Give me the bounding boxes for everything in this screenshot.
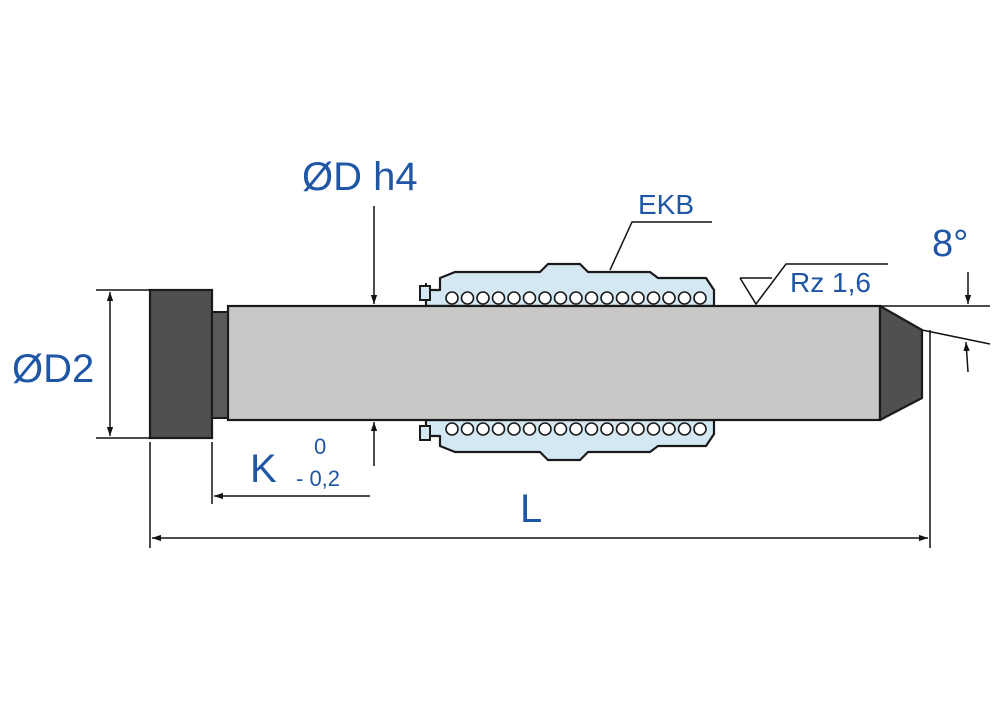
label-tolerance-lower: - 0,2 <box>296 466 340 491</box>
bushing-ball <box>445 422 459 436</box>
bushing-ball <box>631 291 645 305</box>
dimension-chamfer-angle <box>880 272 991 373</box>
bushing-ball <box>522 291 537 305</box>
bushing-ball <box>460 291 475 305</box>
label-roughness: Rz 1,6 <box>790 267 871 298</box>
roughness-symbol <box>739 263 888 306</box>
bushing-ball <box>476 291 490 305</box>
bushing-ball <box>646 291 661 305</box>
bushing-ball <box>491 422 506 436</box>
label-bushing: EKB <box>638 189 694 220</box>
bushing-ball <box>693 291 707 305</box>
bushing-ball <box>615 291 630 305</box>
leader-ekb <box>609 221 712 271</box>
bushing-ball <box>615 422 630 436</box>
dimension-d2 <box>96 289 150 439</box>
dimension-k <box>211 442 370 504</box>
balls-top-row <box>445 291 707 305</box>
bushing-ball <box>693 422 707 436</box>
bushing-ball <box>662 422 676 436</box>
ball-bushing-ekb <box>419 262 716 462</box>
bushing-ball <box>538 291 552 305</box>
bushing-ball <box>476 422 490 436</box>
pillar-head <box>148 288 214 440</box>
bushing-ball <box>553 291 568 305</box>
dimension-l <box>149 330 931 548</box>
pillar-shaft <box>226 304 882 422</box>
bushing-ball <box>631 422 645 436</box>
label-chamfer-angle: 8° <box>932 223 968 265</box>
bushing-ball <box>460 422 475 436</box>
label-head-diameter: ØD2 <box>12 347 94 391</box>
bushing-ball <box>553 422 568 436</box>
bushing-ball <box>677 291 692 305</box>
bushing-ball <box>522 422 537 436</box>
label-total-length: L <box>520 487 542 531</box>
bushing-ball <box>662 291 676 305</box>
pillar-chamfer-tip <box>878 304 924 422</box>
bushing-ball <box>569 422 583 436</box>
bushing-ball <box>491 291 506 305</box>
bushing-ball <box>538 422 552 436</box>
label-bore-diameter: ØD h4 <box>302 155 418 199</box>
bushing-ball <box>584 291 599 305</box>
bushing-top-cap <box>419 285 431 301</box>
bushing-ball <box>445 291 459 305</box>
bushing-ball <box>600 422 614 436</box>
bushing-ball <box>507 422 521 436</box>
label-tolerance-upper: 0 <box>314 434 326 459</box>
bushing-bottom-cap <box>419 425 431 441</box>
bushing-ball <box>646 422 661 436</box>
pillar-groove <box>211 311 229 419</box>
bushing-ball <box>569 291 583 305</box>
bushing-ball <box>507 291 521 305</box>
bushing-ball <box>584 422 599 436</box>
balls-bottom-row <box>445 422 707 436</box>
bushing-ball <box>677 422 692 436</box>
bushing-ball <box>600 291 614 305</box>
label-head-length: K <box>250 447 277 491</box>
